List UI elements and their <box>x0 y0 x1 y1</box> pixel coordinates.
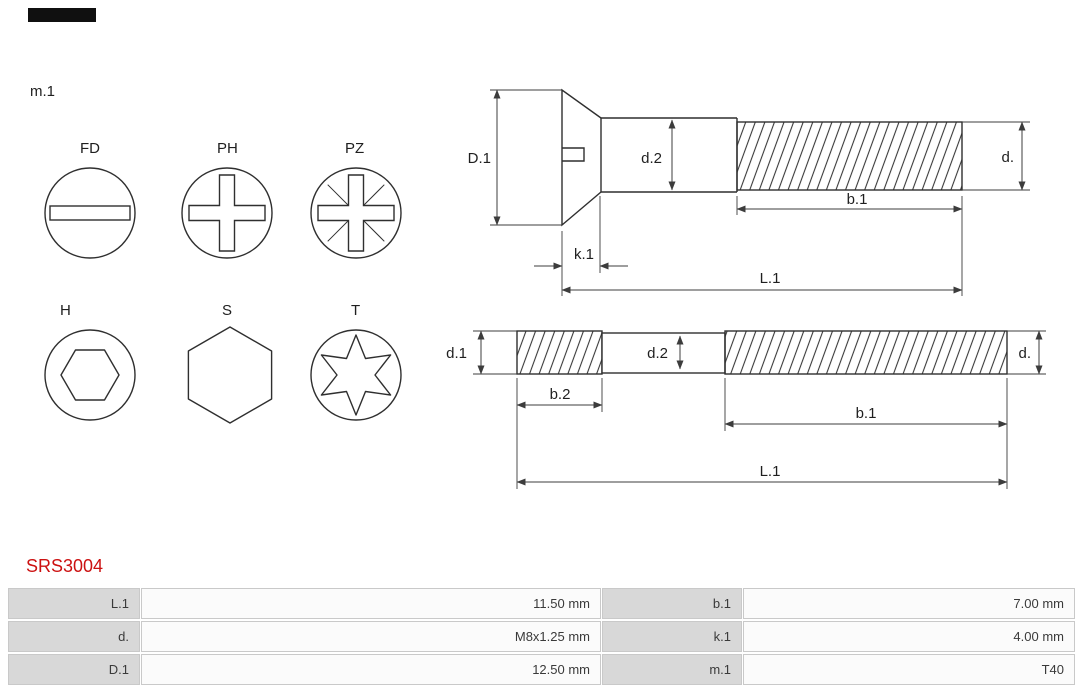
h-hexagon <box>60 349 120 401</box>
head-symbol-s <box>187 326 273 424</box>
screw-slot <box>562 147 585 162</box>
dim-label-d2-bottom: d.2 <box>647 345 668 362</box>
spec-value: 11.50 mm <box>141 588 601 619</box>
ph-label: PH <box>217 140 238 157</box>
s-label: S <box>222 302 232 319</box>
spec-key: L.1 <box>8 588 140 619</box>
spec-table: L.1 11.50 mm b.1 7.00 mm d. M8x1.25 mm k… <box>8 588 1075 685</box>
head-symbol-ph <box>181 167 273 259</box>
dim-label-d-top: d. <box>1001 149 1014 166</box>
spec-key: k.1 <box>602 621 742 652</box>
head-symbol-pz <box>310 167 402 259</box>
screw-thread <box>736 121 963 191</box>
ext-lines <box>490 89 1030 296</box>
head-symbol-t <box>310 329 402 421</box>
t-label: T <box>351 302 360 319</box>
spec-key: d. <box>8 621 140 652</box>
technical-drawing: m.1 FD PH PZ H S <box>30 83 1046 489</box>
dim-label-L1-top: L.1 <box>760 270 781 287</box>
spec-key: m.1 <box>602 654 742 685</box>
ext-lines <box>473 330 1046 489</box>
stud-outline <box>516 330 1008 375</box>
head-symbol-fd <box>44 167 136 259</box>
t-circle <box>310 329 402 421</box>
spec-value: 4.00 mm <box>743 621 1075 652</box>
stud-thread-left <box>516 330 603 375</box>
h-label: H <box>60 302 71 319</box>
screw-shank <box>601 117 738 193</box>
spec-key: D.1 <box>8 654 140 685</box>
dim-label-d-bottom: d. <box>1018 345 1031 362</box>
ph-circle <box>181 167 273 259</box>
dim-label-b1-bottom: b.1 <box>856 405 877 422</box>
dim-label-L1-bottom: L.1 <box>760 463 781 480</box>
countersunk-screw-dimensions <box>490 89 1030 296</box>
pz-label: PZ <box>345 140 364 157</box>
t-torx-star <box>320 334 392 416</box>
fd-label: FD <box>80 140 100 157</box>
dim-label-D1: D.1 <box>468 150 491 167</box>
pz-cross <box>317 174 395 252</box>
spec-value: T40 <box>743 654 1075 685</box>
fd-slot <box>49 205 131 221</box>
logo-mark <box>28 8 96 22</box>
dim-label-d2-top: d.2 <box>641 150 662 167</box>
stud-thread-right <box>724 330 1008 375</box>
dim-label-b1-top: b.1 <box>847 191 868 208</box>
part-number: SRS3004 <box>26 556 104 576</box>
spec-key: b.1 <box>602 588 742 619</box>
dim-label-k1: k.1 <box>574 246 594 263</box>
screw-head <box>561 88 602 227</box>
dim-label-b2: b.2 <box>550 386 571 403</box>
h-circle <box>44 329 136 421</box>
spec-value: 12.50 mm <box>141 654 601 685</box>
pz-circle <box>310 167 402 259</box>
head-symbol-h <box>44 329 136 421</box>
spec-value: 7.00 mm <box>743 588 1075 619</box>
countersunk-screw-outline <box>561 88 963 227</box>
ph-cross <box>188 174 266 252</box>
m1-label: m.1 <box>30 83 55 100</box>
stud-dimensions <box>473 330 1046 489</box>
fd-circle <box>44 167 136 259</box>
s-hexagon <box>187 326 273 424</box>
dim-label-d1: d.1 <box>446 345 467 362</box>
spec-value: M8x1.25 mm <box>141 621 601 652</box>
stud-middle <box>601 332 726 374</box>
